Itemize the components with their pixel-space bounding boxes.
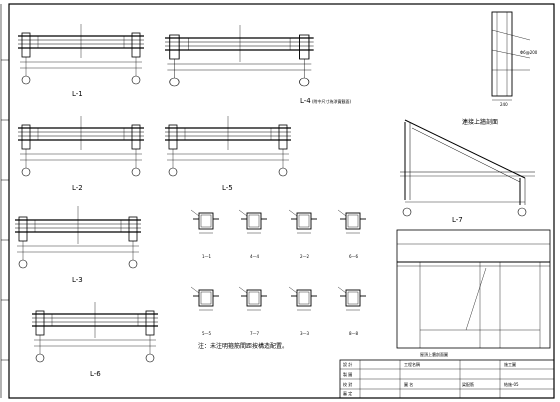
tb-stage-value: 施工圖 — [504, 361, 516, 367]
sec-7-7: 7—7 — [250, 331, 260, 336]
sec-2-2: 2—2 — [300, 254, 310, 259]
frame-detail-l7 — [400, 119, 535, 217]
sec-6-6: 6—6 — [349, 254, 359, 259]
general-note: 注：未注明箍筋間距按構造配置。 — [198, 342, 288, 350]
section-6-drawing — [31, 302, 159, 363]
section-label-5: L-5 — [222, 184, 233, 192]
sec-3-3: 3—3 — [300, 331, 310, 336]
small-sections — [190, 209, 367, 311]
section-label-2: L-2 — [72, 184, 83, 192]
tb-design-label: 設 計 — [343, 361, 352, 367]
section-1-1-drawing — [17, 24, 145, 85]
wall-detail-box — [396, 229, 551, 349]
section-5-drawing — [164, 116, 292, 177]
section-label-4: L-4 — [300, 97, 311, 105]
frame-title: 連接上牆剖面 — [462, 118, 498, 126]
section-label-3: L-3 — [72, 276, 83, 284]
left-margin-ticks — [1, 59, 9, 361]
sec-1-1: 1—1 — [202, 254, 212, 259]
tb-drawing-value: 梁配筋 — [462, 381, 474, 387]
column-detail — [491, 11, 531, 101]
section-3-drawing — [14, 206, 142, 269]
tb-drawing-label: 圖 名 — [404, 381, 413, 387]
sheet-border — [8, 3, 555, 399]
column-note: Φ6@200 — [520, 50, 538, 55]
tb-project-label: 工程名稱 — [404, 361, 420, 367]
section-4-note: (附中尺寸為淨寬截面) — [312, 98, 352, 104]
section-label-6: L-6 — [90, 370, 101, 378]
column-dim: 240 — [500, 102, 508, 107]
section-label-1-1: L-1 — [72, 90, 83, 98]
tb-draw-label: 製 圖 — [343, 371, 352, 377]
sec-8-8: 8—8 — [349, 331, 359, 336]
sec-5-5: 5—5 — [202, 331, 212, 336]
detail-caption: 屋頂上牆剖面圖 — [420, 351, 448, 357]
tb-check-label: 校 對 — [343, 381, 352, 387]
tb-approve-label: 審 定 — [343, 390, 352, 396]
frame-label-l7: L-7 — [452, 216, 463, 224]
title-block — [339, 359, 555, 399]
section-2-drawing — [17, 116, 145, 177]
section-4-drawing — [164, 25, 315, 87]
sec-4-4: 4—4 — [250, 254, 260, 259]
tb-sheet-value: 結施-05 — [504, 381, 519, 387]
